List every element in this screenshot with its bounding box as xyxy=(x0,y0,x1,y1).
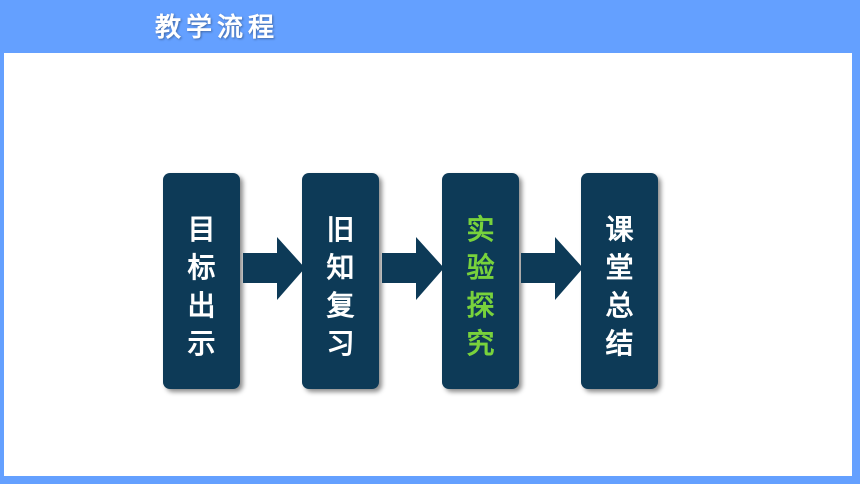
page-title: 教学流程 xyxy=(155,13,280,43)
step-label: 课堂总结 xyxy=(605,213,634,360)
step-label-active: 实验探究 xyxy=(466,213,495,360)
arrow-right-icon xyxy=(521,237,583,300)
step-label: 目标出示 xyxy=(187,213,216,360)
arrow-right-icon xyxy=(243,237,305,300)
step-label: 旧知复习 xyxy=(326,213,355,360)
step-review: 旧知复习 xyxy=(302,173,379,389)
step-objectives: 目标出示 xyxy=(163,173,240,389)
step-summary: 课堂总结 xyxy=(581,173,658,389)
header-bar: 教学流程 xyxy=(0,0,860,53)
step-experiment: 实验探究 xyxy=(442,173,519,389)
arrow-right-icon xyxy=(382,237,444,300)
